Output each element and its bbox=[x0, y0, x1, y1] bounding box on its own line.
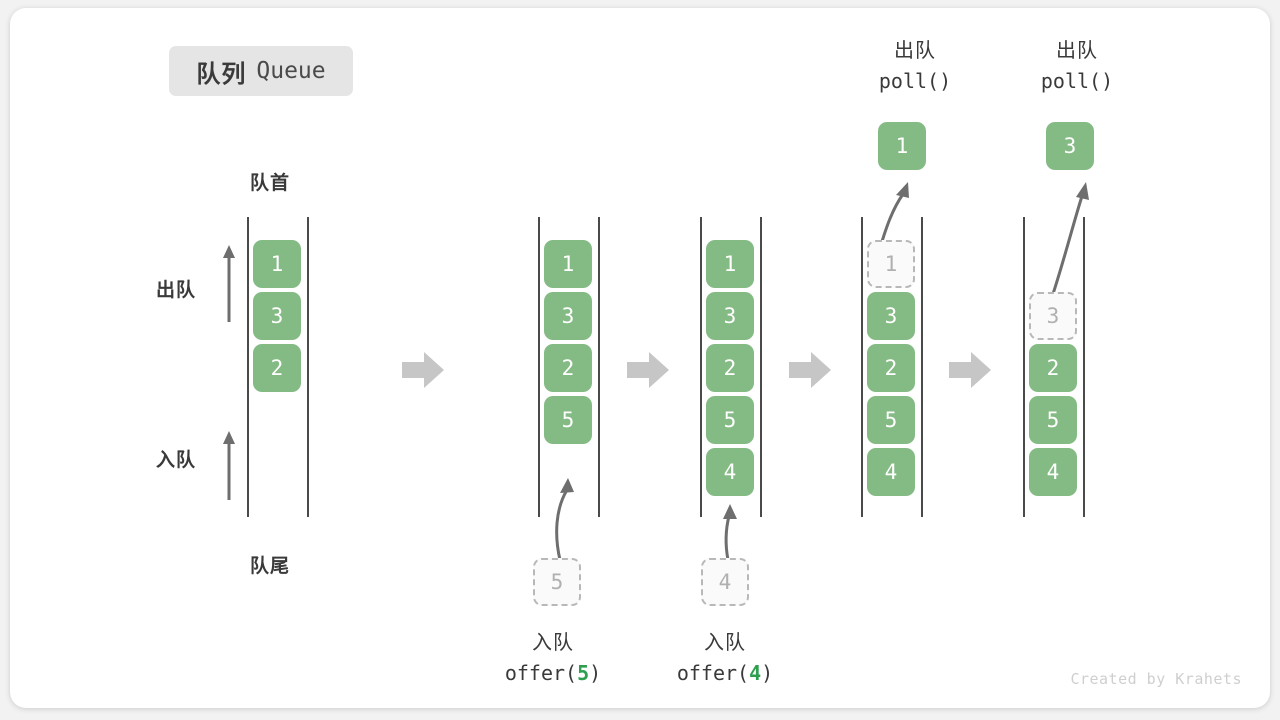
queue-cell: 3 bbox=[544, 292, 592, 340]
queue-rail-left bbox=[861, 217, 863, 517]
title-badge: 队列 Queue bbox=[169, 46, 353, 96]
queue-rail-right bbox=[921, 217, 923, 517]
queue-rail-left bbox=[538, 217, 540, 517]
offer-label-line2: offer(5) bbox=[504, 661, 602, 685]
queue-cell: 3 bbox=[253, 292, 301, 340]
queue-cell-empty bbox=[1029, 240, 1077, 288]
credit-text: Created by Krahets bbox=[1070, 670, 1242, 688]
queue-cell: 5 bbox=[706, 396, 754, 444]
dequeue-direction-label: 出队 bbox=[156, 280, 197, 301]
queue-rail-left bbox=[1023, 217, 1025, 517]
queue-tail-label: 队尾 bbox=[250, 556, 291, 577]
step-separator-arrow bbox=[627, 352, 669, 388]
poll-label-line1: 出队 bbox=[1056, 40, 1098, 62]
step-separator-arrow bbox=[402, 352, 444, 388]
queue-cell: 2 bbox=[706, 344, 754, 392]
queue-cell: 3 bbox=[706, 292, 754, 340]
queue-cell-ghost: 1 bbox=[867, 240, 915, 288]
dequeue-direction-arrow bbox=[223, 245, 235, 322]
offer-arrow bbox=[723, 504, 737, 561]
polled-value-cell: 1 bbox=[878, 122, 926, 170]
step-separator-arrow bbox=[949, 352, 991, 388]
poll-label: 出队 poll() bbox=[820, 36, 1010, 96]
title-en: Queue bbox=[256, 58, 326, 84]
queue-cell: 2 bbox=[253, 344, 301, 392]
queue-cell: 4 bbox=[706, 448, 754, 496]
diagram-card: 队列 Queue 队首 队尾 出队 入队 1 3 2 1 3 2 5 5 入队 … bbox=[10, 8, 1270, 708]
polled-value-cell: 3 bbox=[1046, 122, 1094, 170]
queue-cell: 1 bbox=[253, 240, 301, 288]
offer-arrow bbox=[555, 478, 574, 561]
poll-label-line1: 出队 bbox=[894, 40, 936, 62]
enqueue-direction-arrow bbox=[223, 431, 235, 500]
poll-label-line2: poll() bbox=[1040, 69, 1114, 93]
queue-cell: 2 bbox=[867, 344, 915, 392]
offer-label: 入队 offer(4) bbox=[630, 628, 820, 688]
queue-rail-right bbox=[760, 217, 762, 517]
offer-label-line2: offer(4) bbox=[676, 661, 774, 685]
queue-cell: 2 bbox=[544, 344, 592, 392]
offer-label: 入队 offer(5) bbox=[458, 628, 648, 688]
offer-label-line1: 入队 bbox=[532, 632, 574, 654]
poll-arrow bbox=[1048, 182, 1089, 304]
enqueue-direction-label: 入队 bbox=[156, 450, 197, 471]
queue-rail-right bbox=[307, 217, 309, 517]
offer-ghost-cell: 5 bbox=[533, 558, 581, 606]
queue-cell: 5 bbox=[1029, 396, 1077, 444]
queue-cell: 4 bbox=[867, 448, 915, 496]
offer-label-line1: 入队 bbox=[704, 632, 746, 654]
queue-cell-ghost: 3 bbox=[1029, 292, 1077, 340]
offer-ghost-cell: 4 bbox=[701, 558, 749, 606]
queue-rail-left bbox=[247, 217, 249, 517]
poll-label-line2: poll() bbox=[878, 69, 952, 93]
queue-cell: 5 bbox=[544, 396, 592, 444]
queue-cell: 4 bbox=[1029, 448, 1077, 496]
queue-rail-left bbox=[700, 217, 702, 517]
poll-arrow bbox=[878, 182, 909, 249]
queue-head-label: 队首 bbox=[250, 173, 291, 194]
title-cn: 队列 bbox=[196, 60, 247, 88]
queue-rail-right bbox=[1083, 217, 1085, 517]
queue-cell: 1 bbox=[706, 240, 754, 288]
poll-label: 出队 poll() bbox=[982, 36, 1172, 96]
step-separator-arrow bbox=[789, 352, 831, 388]
queue-cell: 5 bbox=[867, 396, 915, 444]
queue-cell: 1 bbox=[544, 240, 592, 288]
queue-rail-right bbox=[598, 217, 600, 517]
queue-cell: 2 bbox=[1029, 344, 1077, 392]
queue-cell: 3 bbox=[867, 292, 915, 340]
